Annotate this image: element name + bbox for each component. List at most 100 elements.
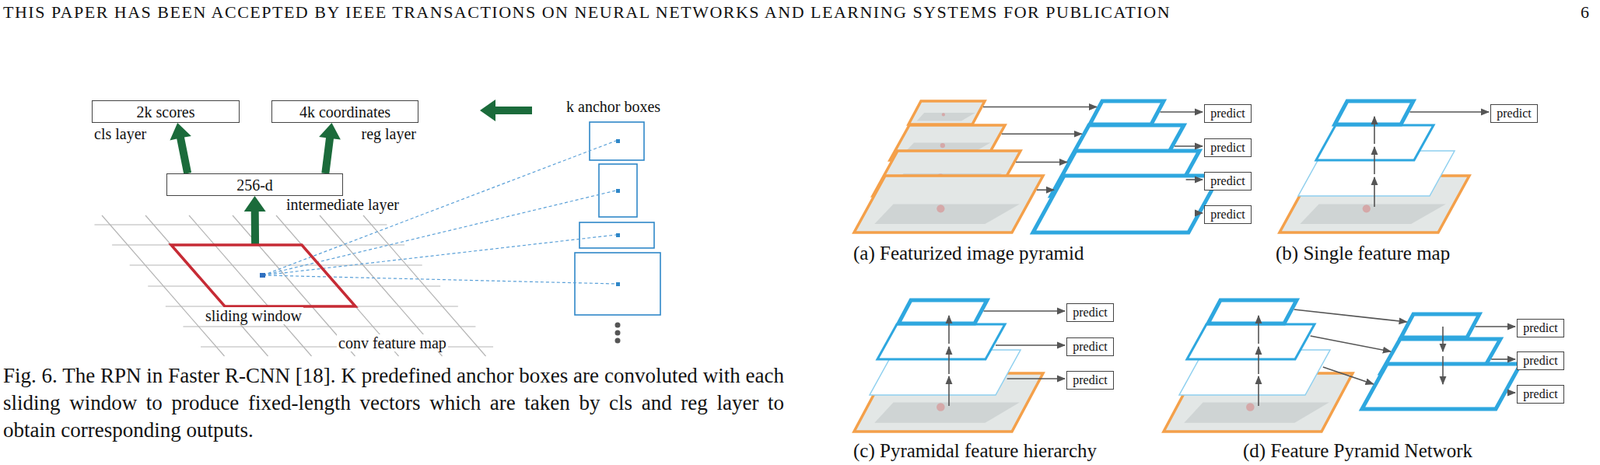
box-label: 4k coordinates	[299, 103, 391, 121]
layer-name: cls layer	[92, 125, 148, 143]
flow-arrow	[1257, 346, 1260, 375]
flow-arrow	[1001, 133, 1082, 135]
image-content	[874, 402, 1020, 424]
window-outline	[171, 245, 356, 307]
box-label: predict	[1210, 207, 1245, 222]
flow-arrow	[948, 346, 950, 375]
flow-arrow	[1174, 145, 1203, 148]
flow-arrow	[948, 376, 950, 407]
strong-feature-plane	[1361, 364, 1521, 410]
flow-arrow	[1474, 325, 1516, 328]
flow-arrow	[948, 315, 950, 344]
box-label: predict	[1522, 353, 1558, 368]
box-label: predict	[1072, 305, 1107, 320]
dashed-line	[262, 275, 617, 284]
anchor-center	[616, 233, 620, 238]
window-border	[171, 245, 356, 307]
feature-map-grid	[94, 215, 494, 357]
box-label: predict	[1522, 321, 1558, 336]
anchor-input-arrow	[479, 99, 533, 122]
flow-arrow	[1373, 147, 1376, 175]
strong-feature-plane	[1089, 101, 1164, 125]
flow-arrow	[1007, 378, 1065, 380]
box-label: predict	[1496, 106, 1531, 121]
flow-arrow	[169, 122, 192, 175]
flow-arrow	[1310, 336, 1391, 352]
image-feature-plane	[854, 175, 1044, 233]
image-content	[874, 204, 1020, 225]
ellipsis-dots	[615, 322, 621, 344]
box-label: predict	[1210, 174, 1245, 189]
predict-box: predict	[1516, 385, 1565, 404]
flow-arrow	[1491, 358, 1516, 361]
box-label: predict	[1210, 106, 1245, 121]
predict-box: predict	[1204, 104, 1252, 123]
box-label: predict	[1210, 140, 1245, 155]
dashed-line	[262, 234, 617, 276]
predict-box: predict	[1490, 104, 1538, 123]
predict-box: predict	[1204, 205, 1252, 225]
flow-arrow	[1036, 189, 1054, 191]
flow-arrow	[983, 106, 1097, 109]
image-content	[1362, 204, 1371, 213]
layer-name: intermediate layer	[284, 196, 401, 214]
medium-feature-plane	[877, 324, 1005, 360]
figure-caption: Fig. 6. The RPN in Faster R-CNN [18]. K …	[3, 362, 785, 445]
strong-feature-plane	[1207, 300, 1297, 324]
flow-arrow	[244, 196, 267, 246]
cls-score-box: 2k scorescls layer	[91, 100, 240, 123]
flow-arrow	[1201, 212, 1203, 214]
predict-box: predict	[1066, 303, 1114, 323]
image-content	[941, 112, 946, 116]
strong-feature-plane	[898, 300, 988, 324]
anchor-center	[616, 139, 620, 144]
predict-box: predict	[1204, 171, 1252, 191]
box-label: predict	[1072, 339, 1107, 354]
flow-arrow	[1015, 161, 1068, 164]
strong-feature-plane	[1400, 314, 1480, 338]
anchor-box	[589, 122, 645, 161]
anchor-boxes	[574, 122, 661, 316]
box-label: predict	[1522, 387, 1558, 402]
image-content	[936, 204, 945, 213]
box-label: 256-d	[236, 176, 274, 194]
reg-coordinate-box: 4k coordinatesreg layer	[271, 100, 419, 123]
flow-arrow	[1160, 111, 1203, 113]
predict-box: predict	[1516, 318, 1565, 338]
flow-arrow	[1323, 367, 1374, 385]
anchor-center	[616, 189, 620, 193]
flow-arrow	[1507, 392, 1516, 394]
predict-box: predict	[1066, 371, 1114, 390]
anchor-box	[598, 164, 638, 218]
running-header: THIS PAPER HAS BEEN ACCEPTED BY IEEE TRA…	[3, 3, 1171, 22]
anchor-center	[616, 282, 620, 287]
subfigure-caption: (c) Pyramidal feature hierarchy	[853, 440, 1097, 463]
image-content	[1246, 402, 1255, 412]
page-number: 6	[1580, 3, 1590, 22]
feature-map-name: conv feature map	[336, 334, 449, 352]
flow-arrow	[318, 122, 341, 175]
flow-arrow	[1257, 315, 1260, 344]
dashed-line	[262, 140, 617, 276]
intermediate-layer-box: 256-dintermediate layer	[166, 173, 344, 197]
anchor-centers	[616, 139, 620, 287]
subfigure-caption: (b) Single feature map	[1275, 242, 1450, 265]
flow-arrow	[1294, 309, 1408, 323]
flow-arrow	[1186, 178, 1203, 181]
flow-arrow	[1410, 111, 1489, 113]
window-center	[259, 273, 266, 278]
flow-arrow	[983, 310, 1065, 312]
image-content	[917, 112, 976, 122]
fpn-illustration	[854, 101, 1521, 432]
flow-arrow	[1442, 326, 1444, 352]
flow-arrow	[1257, 376, 1260, 407]
dot	[615, 330, 621, 337]
flow-arrow	[995, 344, 1065, 347]
dot	[615, 322, 621, 329]
flow-arrow	[1373, 116, 1376, 144]
image-content	[1299, 204, 1446, 225]
medium-feature-plane	[1186, 324, 1315, 360]
flow-arrow	[1373, 177, 1376, 207]
dot	[615, 338, 621, 344]
